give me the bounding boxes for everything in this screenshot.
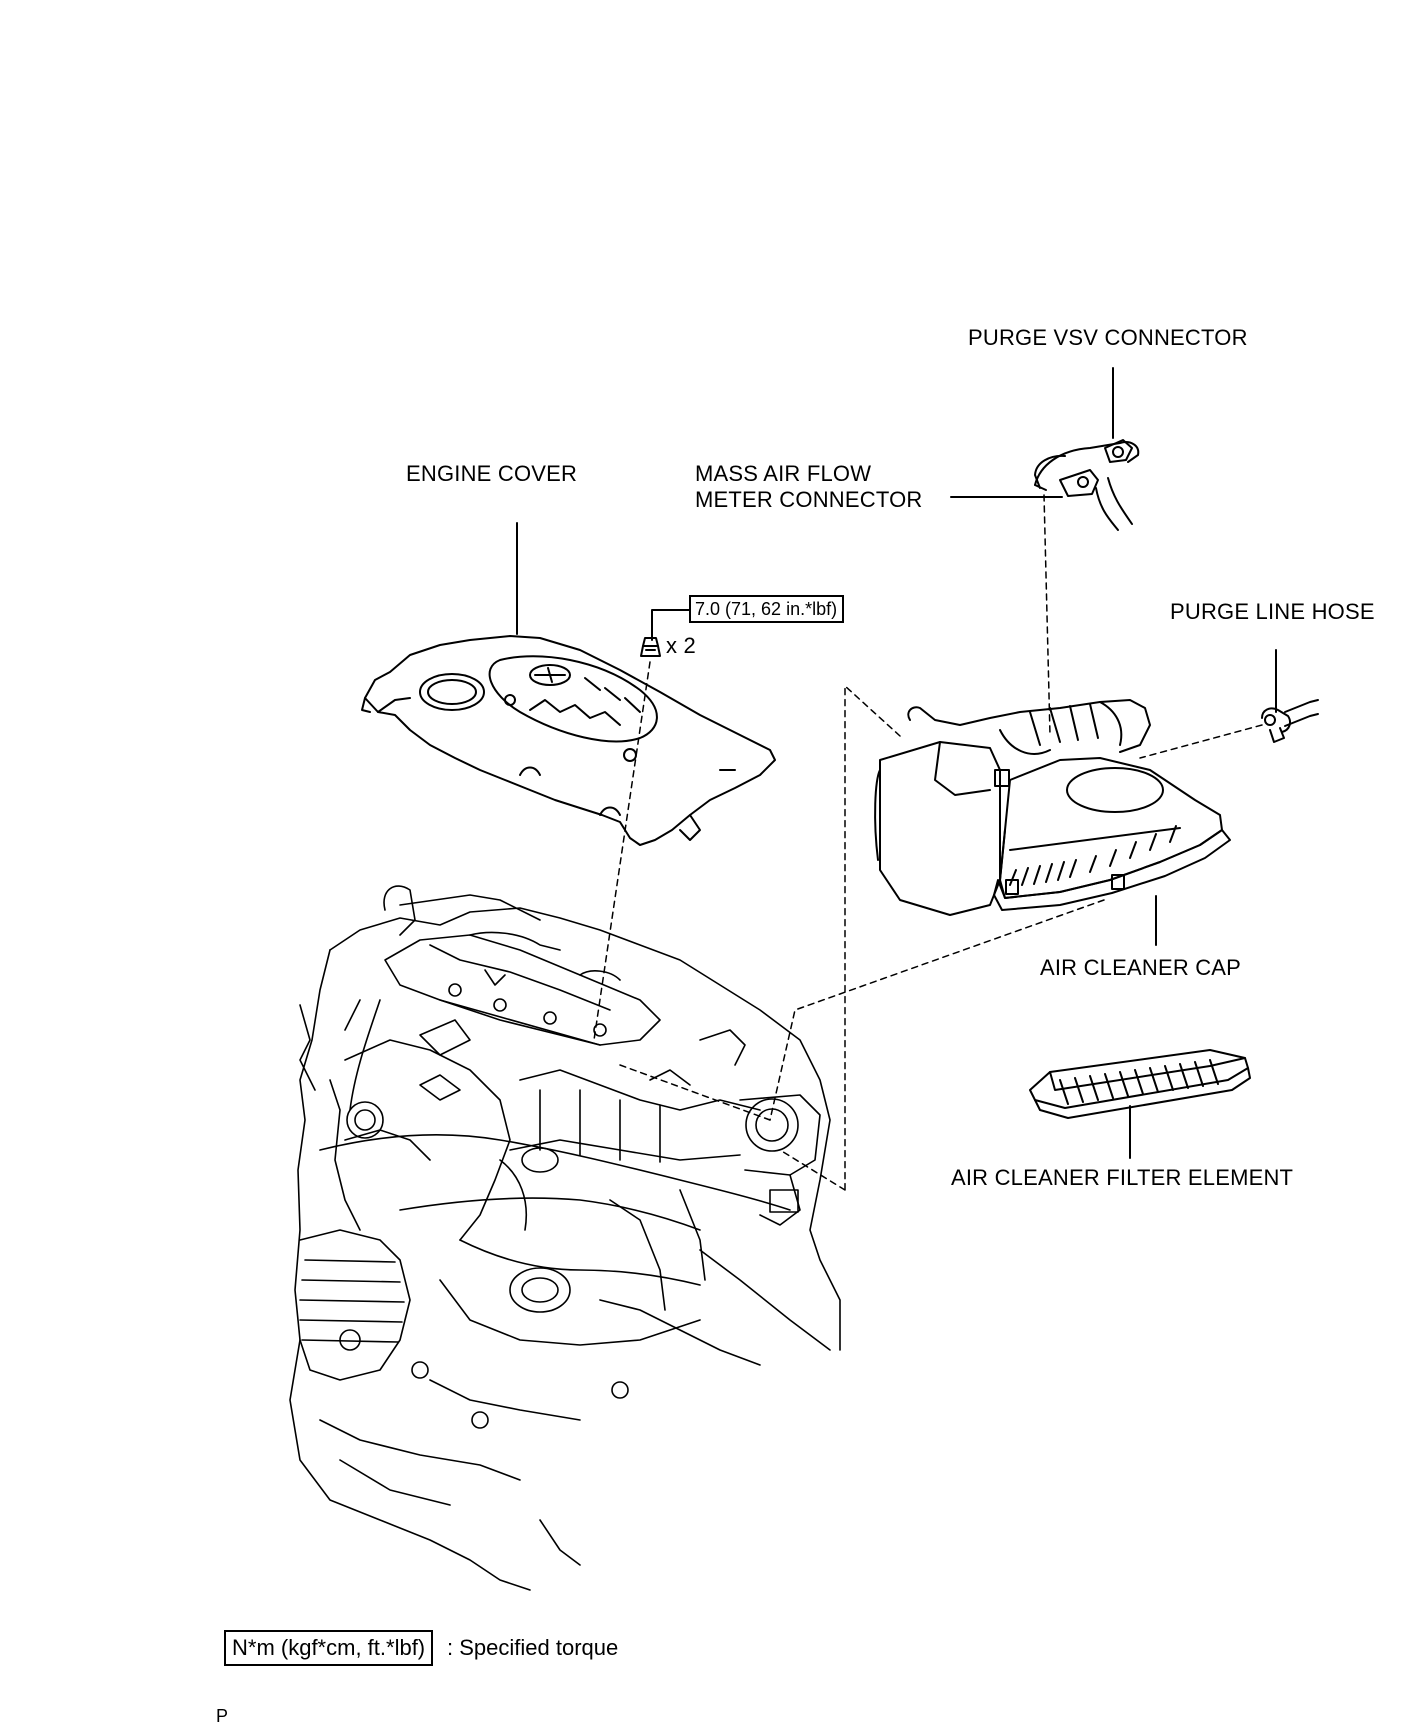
torque-unit-legend-description: : Specified torque bbox=[447, 1635, 619, 1660]
mass-air-flow-meter-connector-label-line1: MASS AIR FLOW bbox=[695, 461, 872, 486]
engine-cover-label: ENGINE COVER bbox=[406, 461, 578, 486]
page-mark: P bbox=[216, 1706, 229, 1726]
leader-lines bbox=[516, 367, 1277, 1159]
dashed-alignment-lines bbox=[593, 494, 1263, 1191]
bolt-quantity: x 2 bbox=[666, 633, 696, 658]
purge-line-hose-illustration bbox=[1261, 699, 1319, 743]
mass-air-flow-meter-connector-label-line2: METER CONNECTOR bbox=[695, 487, 923, 512]
purge-line-hose-label: PURGE LINE HOSE bbox=[1170, 599, 1375, 624]
air-cleaner-filter-element-illustration bbox=[1029, 1049, 1251, 1119]
purge-vsv-connector-label: PURGE VSV CONNECTOR bbox=[968, 325, 1248, 350]
engine-illustration bbox=[289, 885, 841, 1591]
engine-cover-illustration bbox=[361, 635, 776, 846]
air-cleaner-assembly-illustration bbox=[874, 699, 1231, 916]
bolt-illustration bbox=[640, 637, 661, 657]
air-cleaner-filter-element-label: AIR CLEANER FILTER ELEMENT bbox=[951, 1165, 1294, 1190]
air-cleaner-cap-label: AIR CLEANER CAP bbox=[1040, 955, 1242, 980]
torque-unit-legend-box: N*m (kgf*cm, ft.*lbf) bbox=[224, 1630, 434, 1666]
torque-spec-box: 7.0 (71, 62 in.*lbf) bbox=[689, 595, 845, 623]
purge-vsv-connector-illustration bbox=[1034, 439, 1140, 531]
